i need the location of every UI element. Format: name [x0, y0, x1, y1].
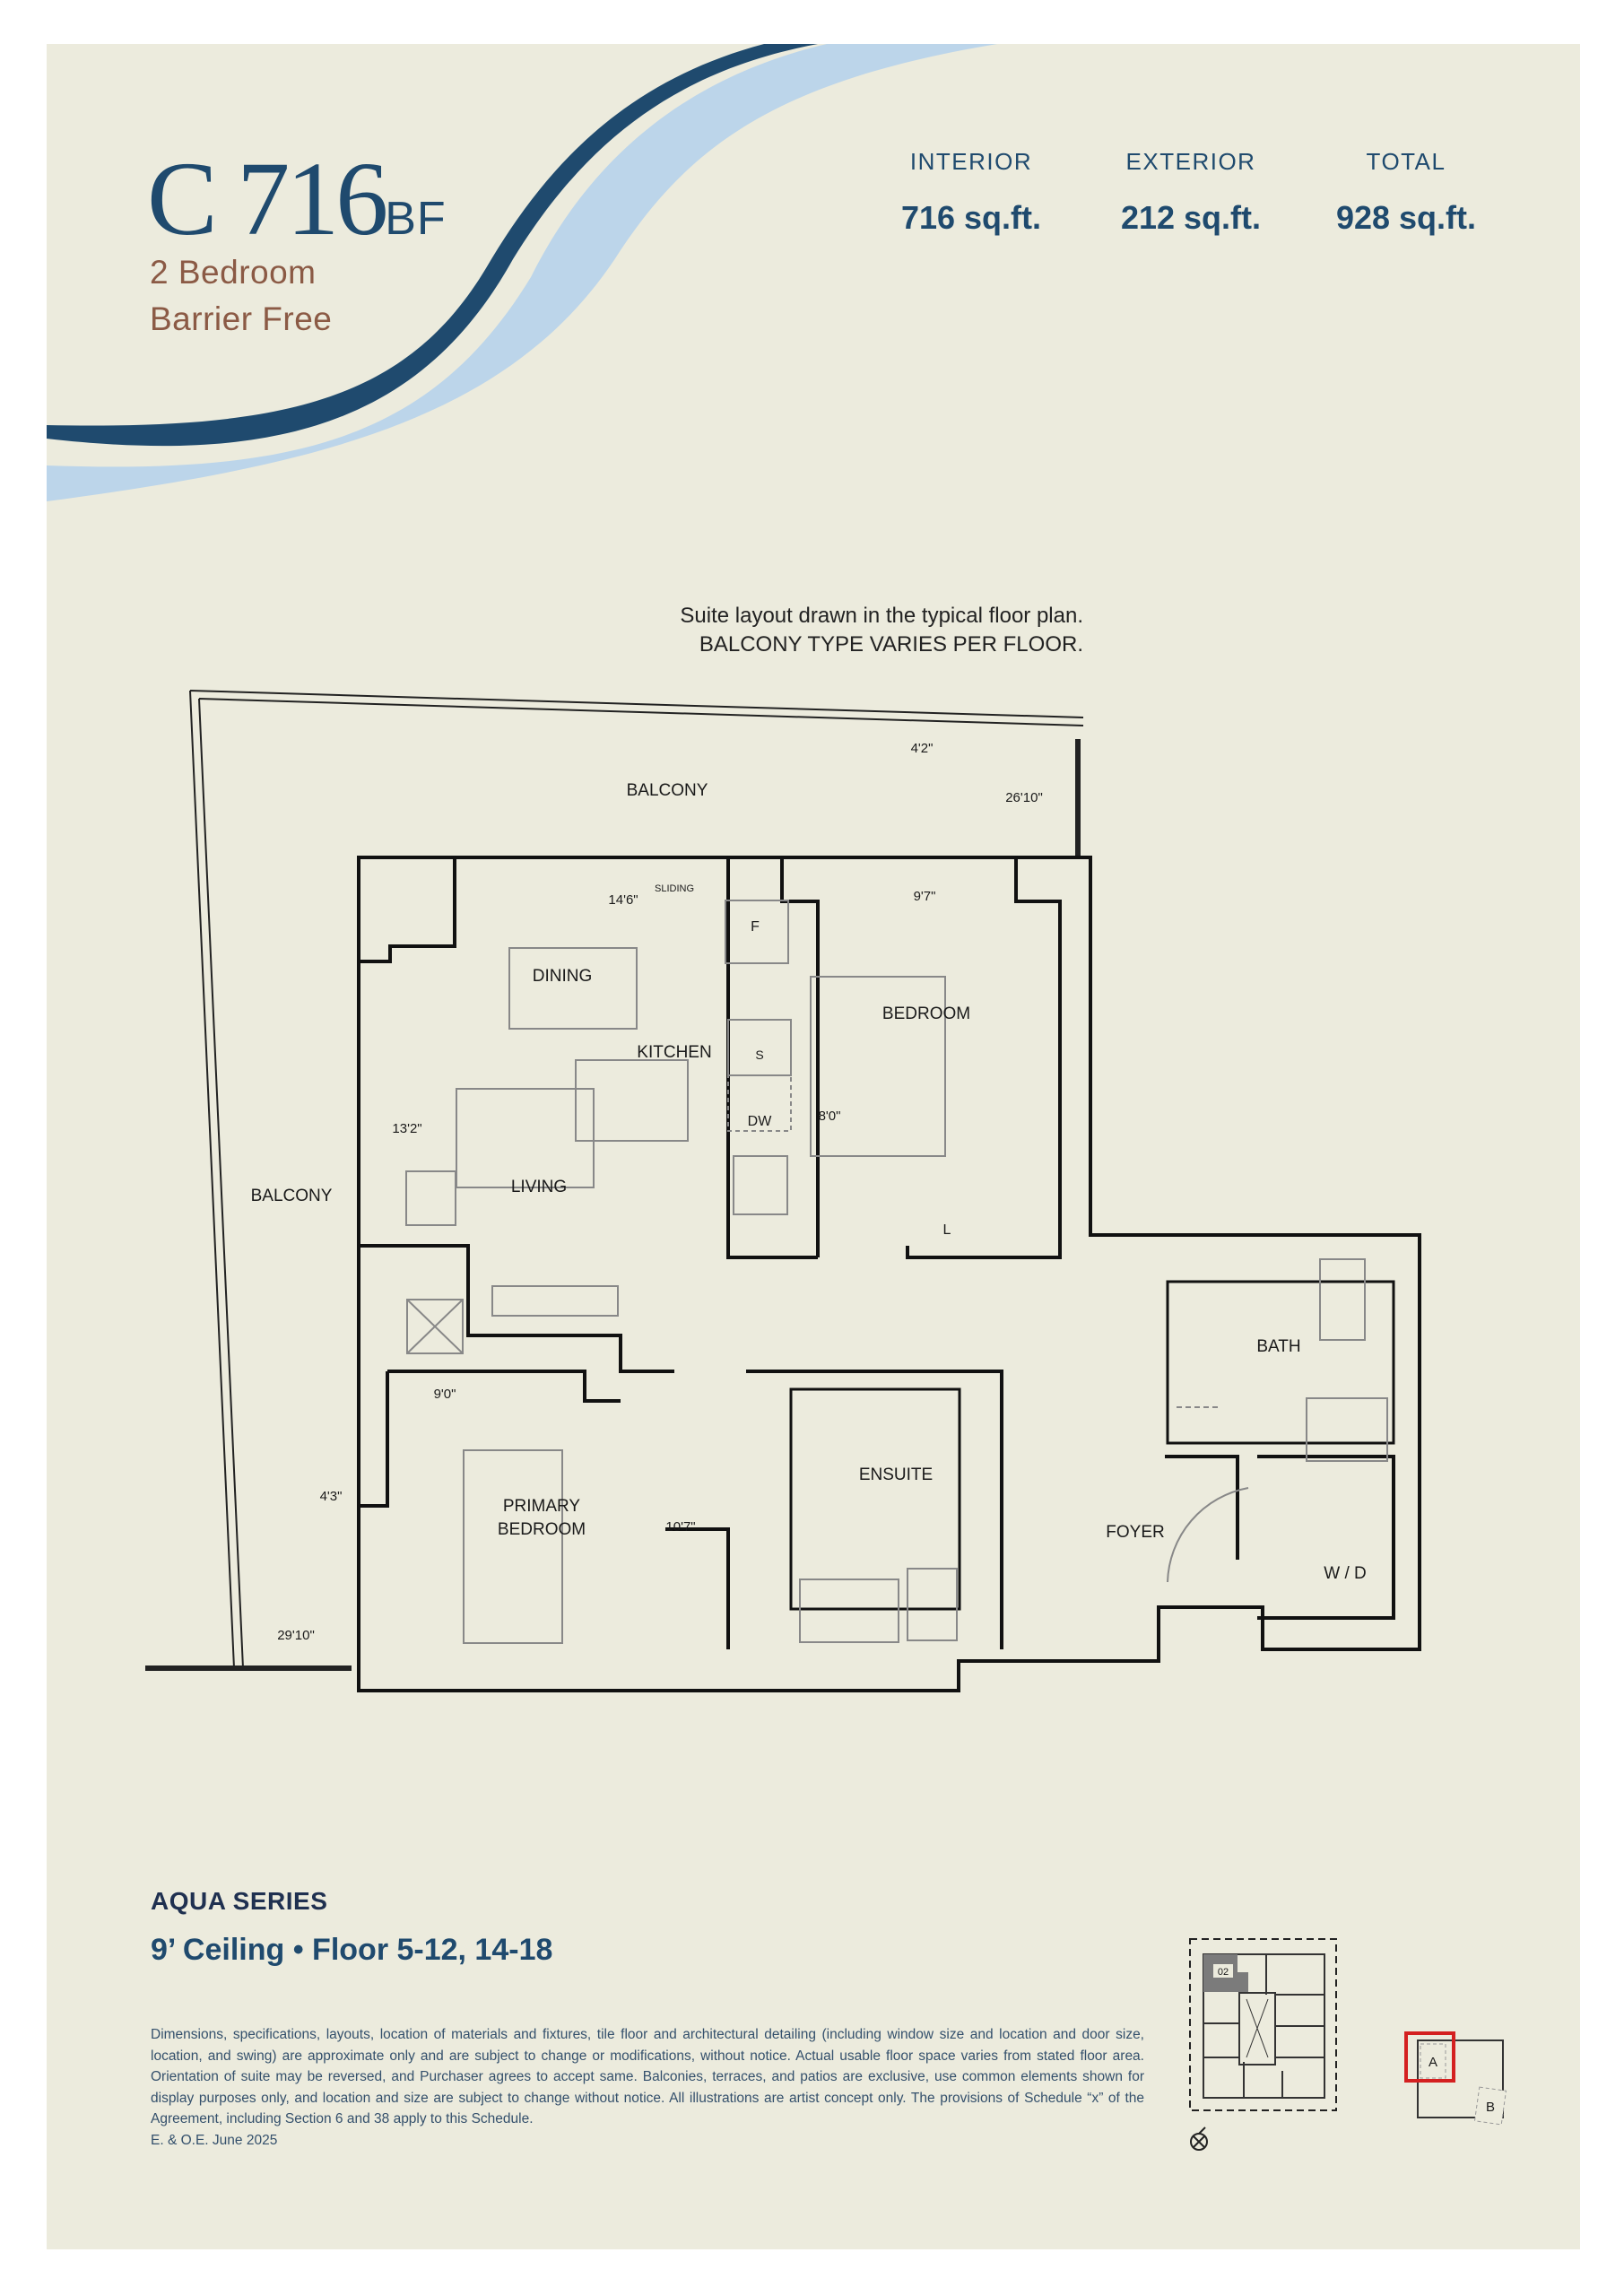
area-value: 212 sq.ft.: [1120, 199, 1262, 236]
area-label: TOTAL: [1366, 148, 1446, 175]
key-plan-boundary: [1189, 1938, 1337, 2111]
toilet: [1319, 1258, 1366, 1341]
closet-x: [406, 1299, 464, 1354]
exterior-area: EXTERIOR 212 sq.ft.: [1092, 148, 1290, 237]
sink: [733, 1155, 788, 1215]
washer-dryer: [1306, 1397, 1388, 1462]
dimension-label: 14'6": [608, 892, 638, 908]
eoe-date: E. & O.E. June 2025: [151, 2132, 278, 2148]
note-line-2: BALCONY TYPE VARIES PER FLOOR.: [699, 632, 1083, 657]
room-label-ensuite: ENSUITE: [859, 1465, 933, 1484]
dishwasher-label: DW: [748, 1114, 773, 1129]
room-label-bath: BATH: [1256, 1337, 1300, 1356]
armchair: [405, 1170, 456, 1226]
tv-unit: [491, 1285, 619, 1317]
dimension-label: 8'0": [819, 1109, 841, 1124]
room-label-living: LIVING: [511, 1178, 567, 1196]
bathtub: [799, 1578, 899, 1643]
area-value: 928 sq.ft.: [1335, 199, 1477, 236]
room-label-bedroom: BEDROOM: [882, 1004, 970, 1023]
dimension-label: 9'7": [914, 889, 936, 904]
sofa: [456, 1088, 595, 1188]
primary-bed: [463, 1449, 563, 1644]
room-label-foyer: FOYER: [1106, 1523, 1164, 1542]
linen-label: L: [943, 1222, 951, 1238]
dimension-label: 4'3": [320, 1489, 343, 1504]
ensuite-closet: [907, 1568, 958, 1641]
unit-suffix: BF: [385, 193, 447, 245]
room-label-washer-dryer: W / D: [1324, 1564, 1367, 1583]
furniture: [405, 900, 1388, 1644]
room-label-balcony: BALCONY: [627, 781, 708, 800]
dimension-label: 26'10": [1005, 790, 1043, 805]
room-label-primary: PRIMARY: [503, 1497, 581, 1516]
dimension-label: 9'0": [434, 1387, 456, 1402]
disclaimer-text: Dimensions, specifications, layouts, loc…: [151, 2027, 1144, 2126]
disclaimer: Dimensions, specifications, layouts, loc…: [151, 2024, 1144, 2151]
dimension-label: 4'2": [911, 741, 934, 756]
area-label: INTERIOR: [909, 148, 1033, 175]
room-label-dining: DINING: [533, 967, 593, 986]
unit-title: C 716BF: [147, 138, 447, 260]
bed-icon: [575, 1059, 689, 1142]
unit-number: 716: [237, 140, 388, 257]
layout-note: Suite layout drawn in the typical floor …: [680, 602, 1083, 659]
bedroom-bed: [810, 976, 946, 1157]
room-label-balcony: BALCONY: [251, 1187, 333, 1205]
fridge-label: F: [751, 919, 760, 935]
sliding-door-label: SLIDING: [655, 883, 694, 894]
note-line-1: Suite layout drawn in the typical floor …: [680, 604, 1083, 628]
dimension-label: 13'2": [392, 1121, 421, 1136]
unit-prefix: C: [147, 140, 238, 257]
dimension-label: 10'7": [665, 1519, 695, 1535]
area-label: EXTERIOR: [1125, 148, 1256, 175]
elevator-core: [1238, 1992, 1276, 2066]
area-value: 716 sq.ft.: [900, 199, 1042, 236]
dimension-label: 29'10": [277, 1628, 315, 1643]
ceiling-floors: 9’ Ceiling • Floor 5-12, 14-18: [151, 1933, 553, 1967]
interior-area: INTERIOR 716 sq.ft.: [873, 148, 1070, 237]
series-name: AQUA SERIES: [151, 1887, 328, 1915]
floor-plan: BALCONY BALCONY DINING KITCHEN BEDROOM L…: [145, 690, 1421, 1692]
room-label-primary-bedroom: BEDROOM: [498, 1520, 586, 1539]
entry-door-swing: [1167, 1487, 1249, 1583]
dining-table: [508, 947, 638, 1030]
key-plan: 02 A B: [1189, 1938, 1507, 2151]
compass-icon: [1190, 2126, 1208, 2151]
total-area: TOTAL 928 sq.ft.: [1307, 148, 1505, 237]
unit-type: Barrier Free: [150, 300, 333, 337]
dishwasher: [727, 1074, 792, 1132]
stove-label: S: [755, 1048, 763, 1062]
balcony-railing: [189, 690, 1084, 1669]
room-label-kitchen: KITCHEN: [637, 1043, 711, 1062]
fridge: [725, 900, 789, 964]
stove: [727, 1019, 792, 1076]
walls: [357, 856, 1421, 1692]
building-a-label: A: [1429, 2055, 1437, 2070]
building-a-highlight: [1404, 2031, 1455, 2083]
suite-number: 02: [1218, 1967, 1229, 1978]
bedroom-count: 2 Bedroom: [150, 254, 317, 291]
building-b-label: B: [1486, 2100, 1495, 2115]
